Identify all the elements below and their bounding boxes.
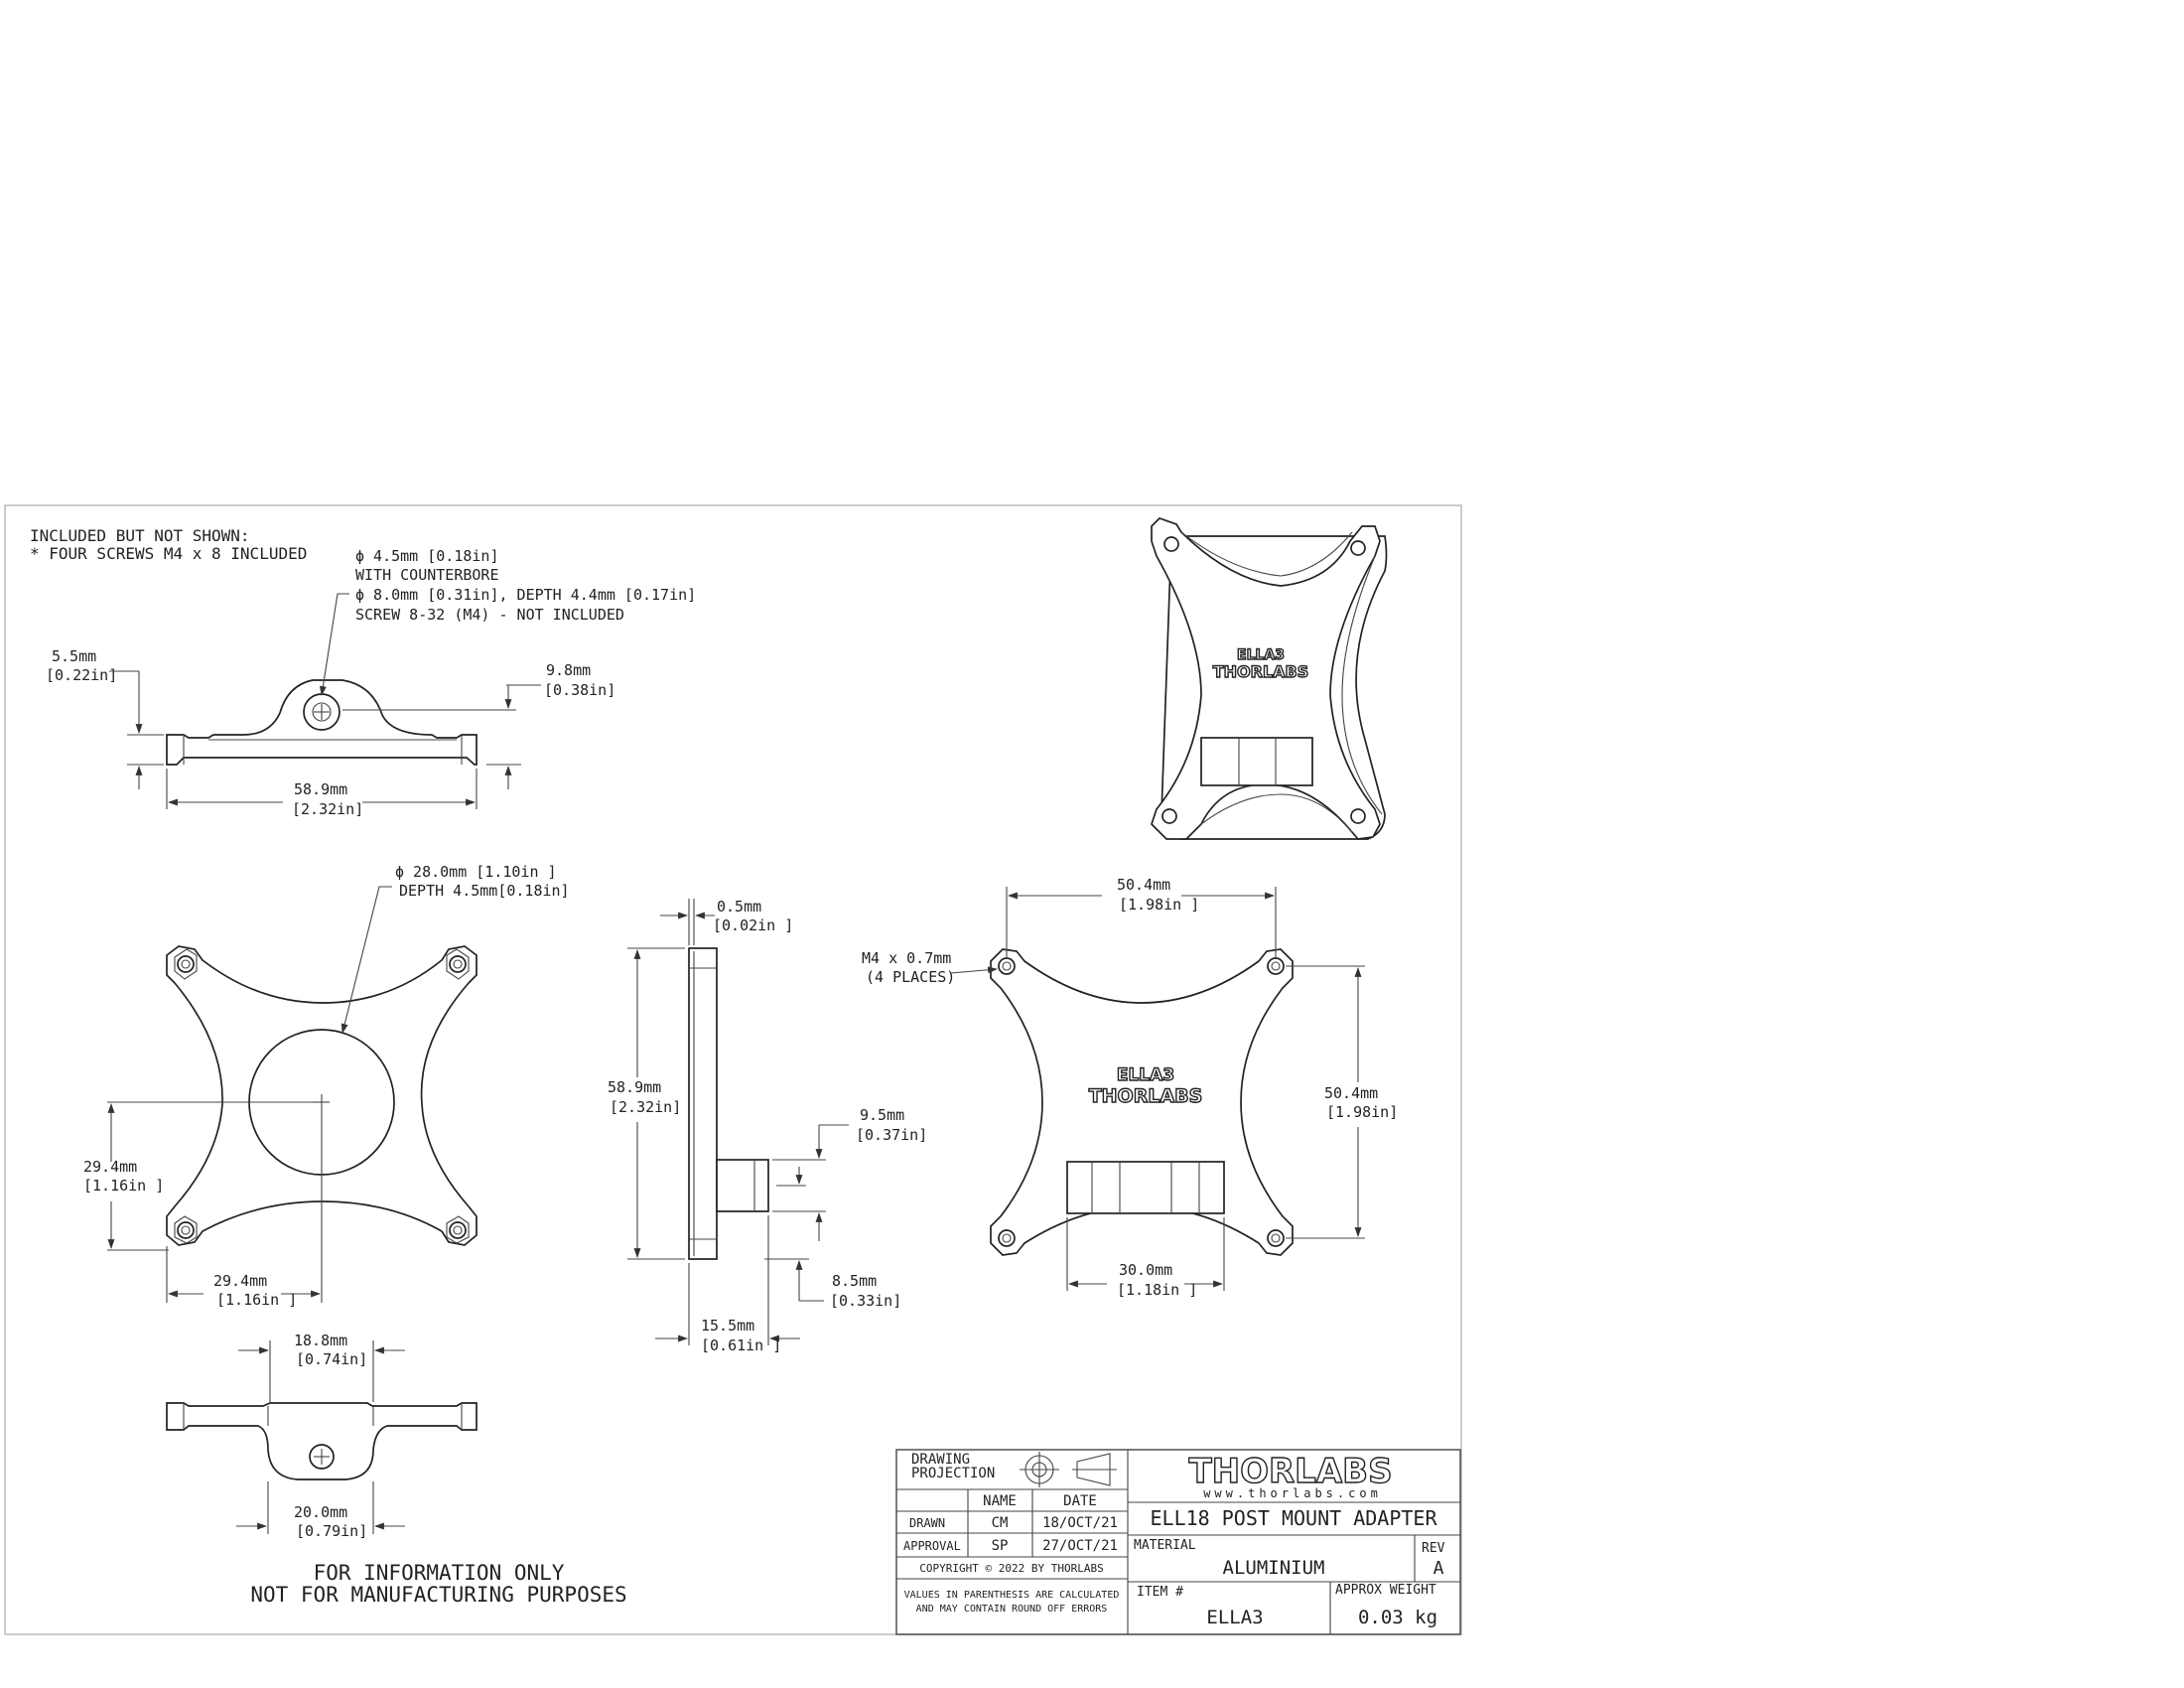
thread-note-2: (4 PLACES) (866, 968, 955, 986)
dim-50-4-v-in: [1.98in] (1326, 1103, 1398, 1121)
col-date: DATE (1063, 1493, 1097, 1509)
dim-8-5-in: [0.33in] (830, 1292, 901, 1310)
dim-0-5-in: [0.02in ] (713, 916, 793, 934)
drawing-title: ELL18 POST MOUNT ADAPTER (1151, 1506, 1438, 1530)
rear-engraving-brand: THORLABS (1089, 1085, 1203, 1107)
dim-9-8-mm: 9.8mm (546, 661, 591, 679)
dim-8-5-mm: 8.5mm (832, 1272, 877, 1290)
bore-note-1: ϕ 4.5mm [0.18in] (355, 547, 499, 565)
dim-18-8-in: [0.74in] (296, 1350, 367, 1368)
dim-29-4-h-in: [1.16in ] (216, 1291, 297, 1309)
dim-20-0-mm: 20.0mm (294, 1503, 347, 1521)
approval-date: 27/OCT/21 (1042, 1538, 1118, 1554)
approval-name: SP (992, 1538, 1009, 1554)
front-view (166, 945, 478, 1246)
dim-9-5-mm: 9.5mm (860, 1106, 904, 1124)
thread-note-1: M4 x 0.7mm (862, 949, 951, 967)
rev-label: REV (1422, 1541, 1445, 1556)
rear-view: ELLA3 THORLABS (990, 948, 1294, 1256)
weight-value: 0.03 kg (1358, 1607, 1437, 1628)
iso-engraving-item: ELLA3 (1237, 647, 1285, 663)
bore-note-4: SCREW 8-32 (M4) - NOT INCLUDED (355, 606, 624, 624)
website: www.thorlabs.com (1203, 1486, 1382, 1500)
thorlabs-logo: THORLABS (1188, 1452, 1392, 1491)
rev-value: A (1433, 1558, 1444, 1579)
projection-label-1: DRAWING (911, 1452, 970, 1468)
included-header: INCLUDED BUT NOT SHOWN: (30, 526, 250, 545)
bore-leader (319, 593, 349, 696)
drawn-name: CM (992, 1515, 1009, 1531)
dim-29-4-v-mm: 29.4mm (83, 1158, 137, 1176)
title-block: DRAWING PROJECTION NAME DATE DRAWN CM 18… (895, 1449, 1461, 1635)
material-label: MATERIAL (1134, 1538, 1196, 1553)
disclaimer-2: AND MAY CONTAIN ROUND OFF ERRORS (916, 1604, 1108, 1615)
iso-engraving-brand: THORLABS (1213, 662, 1309, 681)
dim-50-4-h-mm: 50.4mm (1117, 876, 1170, 894)
dim-5-5-in: [0.22in] (46, 666, 117, 684)
dim-5-5-mm: 5.5mm (52, 647, 96, 665)
copyright: COPYRIGHT © 2022 BY THORLABS (919, 1562, 1103, 1575)
item-value: ELLA3 (1206, 1607, 1263, 1628)
rear-engraving-item: ELLA3 (1117, 1065, 1174, 1085)
dim-9-5-in: [0.37in] (856, 1126, 927, 1144)
dim-18-8-mm: 18.8mm (294, 1332, 347, 1349)
dim-0-5-mm: 0.5mm (717, 898, 761, 915)
dim-58-9-top-in: [2.32in] (292, 800, 363, 818)
drawn-date: 18/OCT/21 (1042, 1515, 1118, 1531)
dim-30-0-in: [1.18in ] (1117, 1281, 1197, 1299)
isometric-view: ELLA3 THORLABS (1151, 517, 1388, 840)
info-line-2: NOT FOR MANUFACTURING PURPOSES (250, 1583, 626, 1607)
col-name: NAME (983, 1493, 1017, 1509)
disclaimer-1: VALUES IN PARENTHESIS ARE CALCULATED (904, 1590, 1120, 1601)
sheet-border (4, 504, 1462, 1635)
recess-note-2: DEPTH 4.5mm[0.18in] (399, 882, 570, 900)
dim-58-9-side-in: [2.32in] (610, 1098, 681, 1116)
bottom-view (166, 1402, 478, 1480)
projection-symbol-icon (1020, 1452, 1117, 1487)
dim-58-9-side-mm: 58.9mm (608, 1078, 661, 1096)
drawn-label: DRAWN (909, 1516, 945, 1530)
recess-note-1: ϕ 28.0mm [1.10in ] (395, 863, 557, 881)
bore-note-2: WITH COUNTERBORE (355, 566, 499, 584)
dim-58-9-top-mm: 58.9mm (294, 780, 347, 798)
dim-20-0-in: [0.79in] (296, 1522, 367, 1540)
projection-label-2: PROJECTION (911, 1466, 995, 1481)
bore-note-3: ϕ 8.0mm [0.31in], DEPTH 4.4mm [0.17in] (355, 586, 696, 604)
dim-15-5-mm: 15.5mm (701, 1317, 754, 1335)
included-item: * FOUR SCREWS M4 x 8 INCLUDED (30, 544, 307, 563)
dim-9-8-in: [0.38in] (544, 681, 615, 699)
side-view (688, 947, 769, 1260)
weight-label: APPROX WEIGHT (1335, 1583, 1436, 1598)
dim-29-4-v-in: [1.16in ] (83, 1177, 164, 1195)
recess-leader (341, 886, 392, 1034)
material-value: ALUMINIUM (1223, 1557, 1325, 1579)
dim-15-5-in: [0.61in ] (701, 1336, 781, 1354)
dim-50-4-v-mm: 50.4mm (1324, 1084, 1378, 1102)
top-view (166, 679, 478, 766)
dim-29-4-h-mm: 29.4mm (213, 1272, 267, 1290)
dim-50-4-h-in: [1.98in ] (1119, 896, 1199, 914)
approval-label: APPROVAL (903, 1539, 961, 1553)
info-line-1: FOR INFORMATION ONLY (314, 1561, 565, 1585)
item-label: ITEM # (1137, 1585, 1183, 1600)
dim-30-0-mm: 30.0mm (1119, 1261, 1172, 1279)
